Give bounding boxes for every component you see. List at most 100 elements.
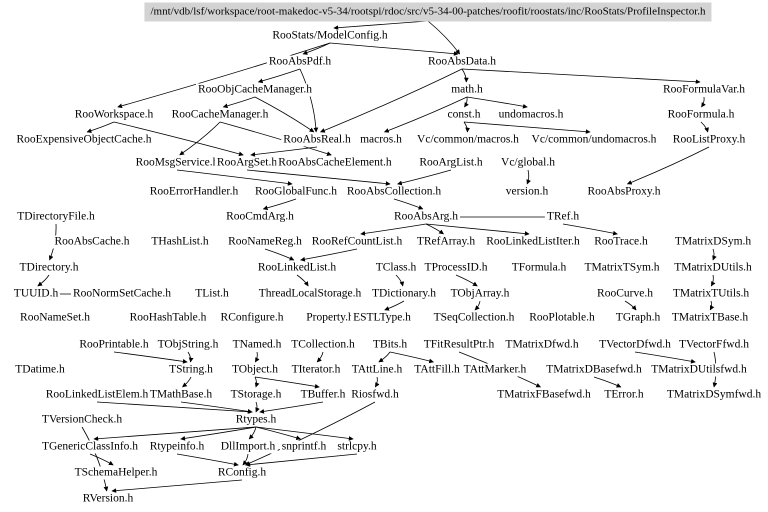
graph-node-tmatrixdsym-h[interactable]: TMatrixDSym.h	[672, 235, 754, 249]
graph-node-tbits-h[interactable]: TBits.h	[370, 338, 410, 352]
graph-node-tobjarray-h[interactable]: TObjArray.h	[448, 287, 512, 301]
graph-node-tdirectoryfile-h[interactable]: TDirectoryFile.h	[15, 210, 97, 224]
graph-node-tattfill-h[interactable]: TAttFill.h	[412, 363, 462, 377]
graph-node-roonamereg-h[interactable]: RooNameReg.h	[226, 235, 304, 249]
graph-node-rooerrorhandler-h[interactable]: RooErrorHandler.h	[147, 185, 241, 199]
graph-node-tdirectory-h[interactable]: TDirectory.h	[17, 261, 81, 275]
graph-node-tmatrixdsymfwd-h[interactable]: TMatrixDSymfwd.h	[664, 388, 764, 402]
graph-node-tmathbase-h[interactable]: TMathBase.h	[147, 388, 215, 402]
graph-node-roomsgservice-h[interactable]: RooMsgService.h	[133, 156, 221, 170]
graph-node-trefarray-h[interactable]: TRefArray.h	[414, 235, 478, 249]
graph-node-tprocessid-h[interactable]: TProcessID.h	[422, 261, 490, 275]
graph-node-tmatrixtutils-h[interactable]: TMatrixTUtils.h	[670, 287, 752, 301]
graph-node-tmatrixdutilsfwd-h[interactable]: TMatrixDUtilsfwd.h	[649, 363, 749, 377]
graph-node-roocurve-h[interactable]: RooCurve.h	[595, 287, 655, 301]
graph-node-tdatime-h[interactable]: TDatime.h	[13, 363, 67, 377]
graph-node-tmatrixdutils-h[interactable]: TMatrixDUtils.h	[672, 261, 754, 275]
graph-node-titerator-h[interactable]: TIterator.h	[289, 363, 343, 377]
graph-node-tuuid-h[interactable]: TUUID.h	[11, 287, 61, 301]
graph-node-rooabscollection-h[interactable]: RooAbsCollection.h	[344, 185, 444, 199]
graph-node-math-h[interactable]: math.h	[449, 83, 485, 97]
graph-node-rtypes-h[interactable]: Rtypes.h	[233, 413, 279, 427]
graph-node-rootrace-h[interactable]: RooTrace.h	[592, 235, 650, 249]
graph-node-roocmdarg-h[interactable]: RooCmdArg.h	[224, 210, 296, 224]
graph-node-snprintf-h[interactable]: snprintf.h	[279, 440, 329, 454]
graph-node-rooabsdata-h[interactable]: RooAbsData.h	[425, 55, 499, 69]
graph-node-rtypeinfo-h[interactable]: Rtypeinfo.h	[147, 440, 207, 454]
graph-node-roolistproxy-h[interactable]: RooListProxy.h	[670, 133, 748, 147]
graph-node-tstring-h[interactable]: TString.h	[167, 363, 215, 377]
graph-node-tfitresultptr-h[interactable]: TFitResultPtr.h	[421, 338, 497, 352]
graph-node-vc-common-undomacros-h[interactable]: Vc/common/undomacros.h	[529, 133, 659, 147]
graph-node-rooabspdf-h[interactable]: RooAbsPdf.h	[266, 55, 334, 69]
graph-node-tgraph-h[interactable]: TGraph.h	[613, 311, 663, 325]
graph-node-rooexpensiveobjectcache-h[interactable]: RooExpensiveObjectCache.h	[14, 133, 154, 147]
graph-node-rconfig-h[interactable]: RConfig.h	[215, 466, 269, 480]
graph-node-tobject-h[interactable]: TObject.h	[229, 363, 281, 377]
graph-node-undomacros-h[interactable]: undomacros.h	[496, 108, 566, 122]
graph-node-rooabscache-h[interactable]: RooAbsCache.h	[52, 235, 132, 249]
graph-node-tattline-h[interactable]: TAttLine.h	[349, 363, 405, 377]
graph-node-threadlocalstorage-h[interactable]: ThreadLocalStorage.h	[256, 287, 364, 301]
graph-node-tlist-h[interactable]: TList.h	[193, 287, 231, 301]
graph-node-tnamed-h[interactable]: TNamed.h	[230, 338, 284, 352]
graph-node-tbuffer-h[interactable]: TBuffer.h	[298, 388, 348, 402]
graph-node-version-h[interactable]: version.h	[503, 185, 551, 199]
graph-node-rooabscacheelement-h[interactable]: RooAbsCacheElement.h	[276, 156, 394, 170]
graph-node-rooformulavar-h[interactable]: RooFormulaVar.h	[660, 83, 748, 97]
graph-node-thashlist-h[interactable]: THashList.h	[149, 235, 211, 249]
graph-node-rooformula-h[interactable]: RooFormula.h	[665, 108, 737, 122]
graph-node-tformula-h[interactable]: TFormula.h	[509, 261, 569, 275]
graph-node-roonormsetcache-h[interactable]: RooNormSetCache.h	[70, 287, 174, 301]
graph-node-tseqcollection-h[interactable]: TSeqCollection.h	[431, 311, 517, 325]
graph-node-rooarglist-h[interactable]: RooArgList.h	[417, 156, 485, 170]
root-file-node[interactable]: /mnt/vdb/lsf/workspace/root-makedoc-v5-3…	[144, 2, 712, 22]
graph-node-tstorage-h[interactable]: TStorage.h	[228, 388, 284, 402]
graph-node-vc-common-macros-h[interactable]: Vc/common/macros.h	[415, 133, 521, 147]
graph-node-rooabsarg-h[interactable]: RooAbsArg.h	[391, 210, 461, 224]
graph-node-roostats-modelconfig-h[interactable]: RooStats/ModelConfig.h	[270, 29, 390, 43]
graph-node-dllimport-h[interactable]: DllImport.h	[218, 440, 278, 454]
graph-node-tclass-h[interactable]: TClass.h	[373, 261, 419, 275]
graph-node-tgenericclassinfo-h[interactable]: TGenericClassInfo.h	[39, 440, 141, 454]
graph-node-tcollection-h[interactable]: TCollection.h	[289, 338, 357, 352]
graph-node-tmatrixdbasefwd-h[interactable]: TMatrixDBasefwd.h	[544, 363, 644, 377]
graph-node-roocachemanager-h[interactable]: RooCacheManager.h	[169, 108, 271, 122]
graph-node-roolinkedlistiter-h[interactable]: RooLinkedListIter.h	[484, 235, 582, 249]
graph-node-macros-h[interactable]: macros.h	[358, 133, 404, 147]
graph-node-roonameset-h[interactable]: RooNameSet.h	[18, 311, 92, 325]
graph-node-estltype-h[interactable]: ESTLType.h	[351, 311, 413, 325]
graph-node-rooworkspace-h[interactable]: RooWorkspace.h	[72, 108, 156, 122]
graph-node-rooplotable-h[interactable]: RooPlotable.h	[527, 311, 597, 325]
graph-node-roolinkedlist-h[interactable]: RooLinkedList.h	[255, 261, 339, 275]
graph-node-tobjstring-h[interactable]: TObjString.h	[155, 338, 221, 352]
graph-node-tschemahelper-h[interactable]: TSchemaHelper.h	[72, 466, 160, 480]
graph-node-tmatrixtbase-h[interactable]: TMatrixTBase.h	[669, 311, 751, 325]
graph-node-tmatrixtsym-h[interactable]: TMatrixTSym.h	[582, 261, 662, 275]
graph-node-vc-global-h[interactable]: Vc/global.h	[499, 156, 557, 170]
graph-node-rooabsreal-h[interactable]: RooAbsReal.h	[281, 133, 353, 147]
graph-node-riosfwd-h[interactable]: Riosfwd.h	[349, 388, 401, 402]
graph-node-tdictionary-h[interactable]: TDictionary.h	[369, 287, 439, 301]
graph-node-terror-h[interactable]: TError.h	[602, 388, 646, 402]
graph-node-roolinkedlistelem-h[interactable]: RooLinkedListElem.h	[43, 388, 151, 402]
graph-node-rconfigure-h[interactable]: RConfigure.h	[218, 311, 286, 325]
graph-node-rooabsproxy-h[interactable]: RooAbsProxy.h	[585, 185, 663, 199]
graph-node-tmatrixdfwd-h[interactable]: TMatrixDfwd.h	[503, 338, 581, 352]
graph-node-tvectorffwd-h[interactable]: TVectorFfwd.h	[677, 338, 751, 352]
graph-node-rooobjcachemanager-h[interactable]: RooObjCacheManager.h	[195, 83, 315, 97]
graph-node-tvectordfwd-h[interactable]: TVectorDfwd.h	[597, 338, 673, 352]
graph-node-const-h[interactable]: const.h	[445, 108, 483, 122]
graph-node-tref-h[interactable]: TRef.h	[544, 210, 582, 224]
graph-node-roorefcountlist-h[interactable]: RooRefCountList.h	[309, 235, 405, 249]
graph-node-property-h[interactable]: Property.h	[304, 311, 356, 325]
graph-node-roohashtable-h[interactable]: RooHashTable.h	[127, 311, 209, 325]
graph-node-rooprintable-h[interactable]: RooPrintable.h	[77, 338, 151, 352]
graph-node-tversioncheck-h[interactable]: TVersionCheck.h	[39, 413, 125, 427]
graph-node-tattmarker-h[interactable]: TAttMarker.h	[461, 363, 529, 377]
graph-node-rversion-h[interactable]: RVersion.h	[80, 492, 136, 506]
graph-node-tmatrixfbasefwd-h[interactable]: TMatrixFBasefwd.h	[495, 388, 593, 402]
graph-node-strlcpy-h[interactable]: strlcpy.h	[335, 440, 379, 454]
graph-node-rooglobalfunc-h[interactable]: RooGlobalFunc.h	[252, 185, 340, 199]
graph-node-rooargset-h[interactable]: RooArgSet.h	[214, 156, 280, 170]
